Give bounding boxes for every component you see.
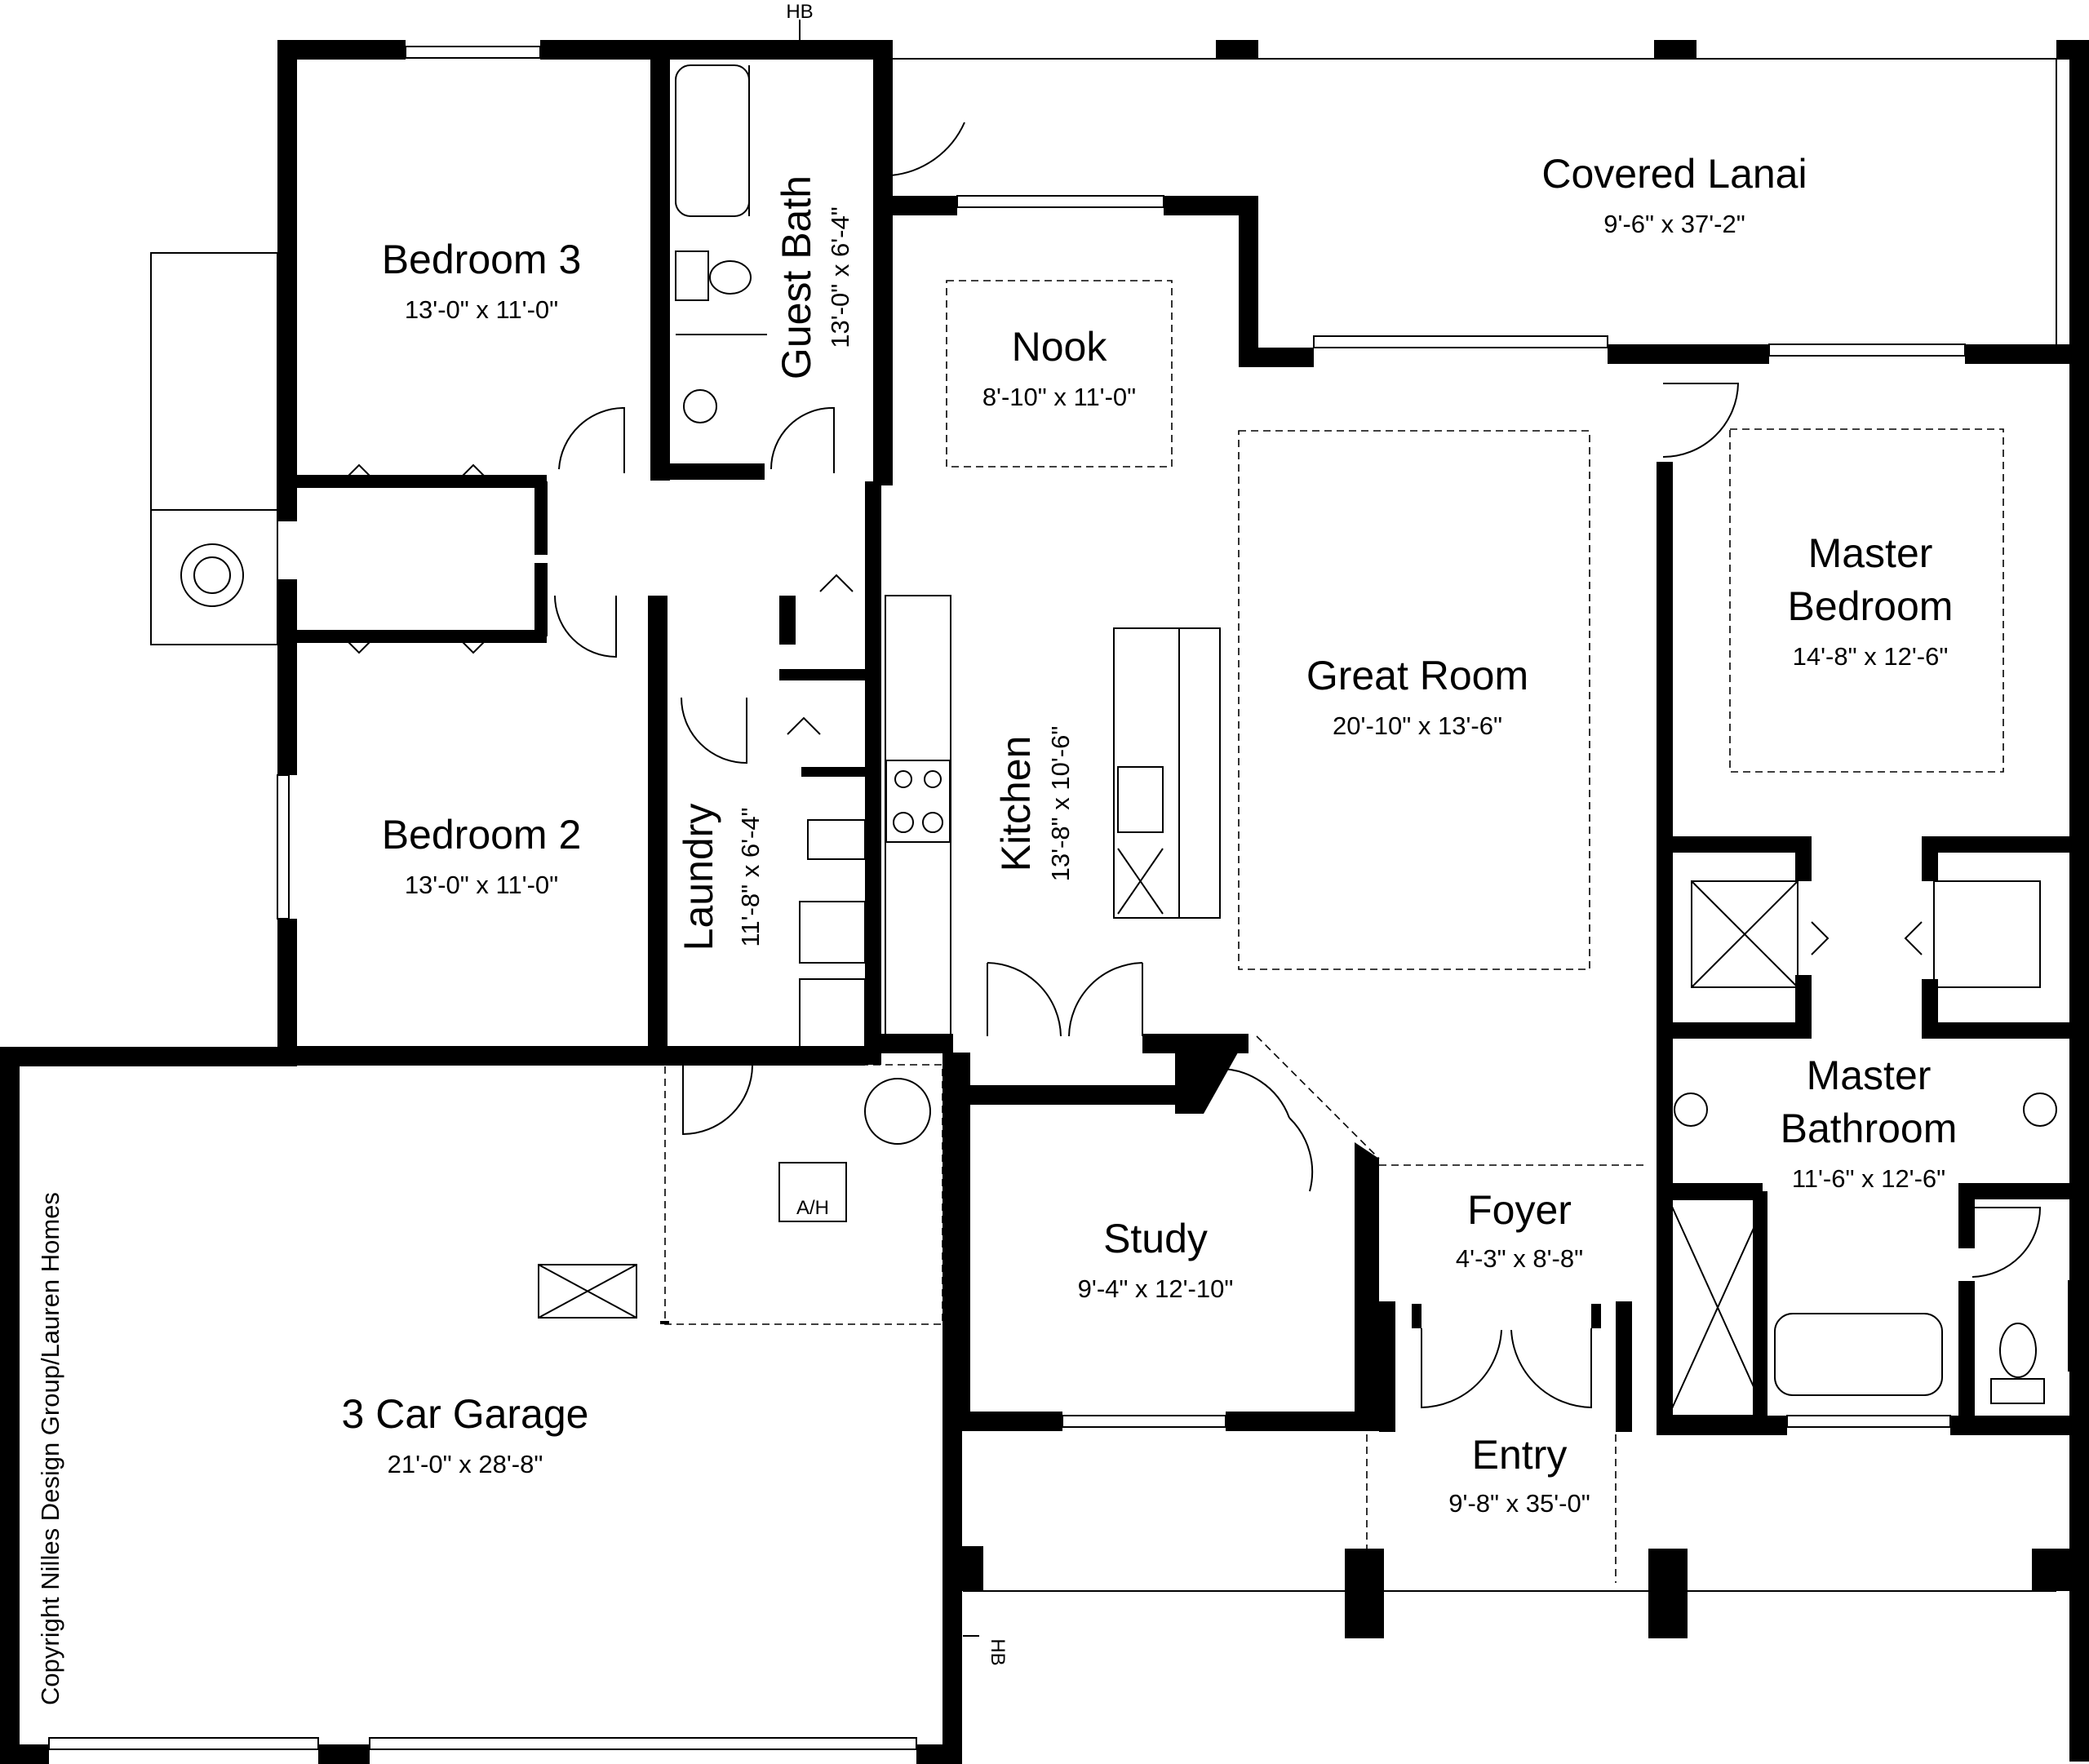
nook-dim: 8'-10" x 11'-0"	[982, 383, 1136, 411]
entry-dim: 9'-8" x 35'-0"	[1448, 1489, 1590, 1518]
air-handler-label: A/H	[796, 1197, 829, 1219]
copyright-text: Copyright Nilles Design Group/Lauren Hom…	[36, 1192, 64, 1705]
garage-dim: 21'-0" x 28'-8"	[388, 1450, 543, 1478]
foyer-name: Foyer	[1467, 1187, 1572, 1233]
master-bedroom-name-2: Bedroom	[1788, 583, 1954, 629]
doors	[554, 86, 2042, 1409]
bedroom3-name: Bedroom 3	[382, 237, 582, 282]
bedroom3-dim: 13'-0" x 11'-0"	[405, 295, 558, 324]
covered-lanai-name: Covered Lanai	[1541, 151, 1807, 197]
great-room-dim: 20'-10" x 13'-6"	[1333, 711, 1502, 740]
master-bathroom-dim: 11'-6" x 12'-6"	[1792, 1164, 1945, 1193]
hose-bib-top-label: HB	[786, 1, 813, 23]
master-bedroom-name-1: Master	[1808, 530, 1933, 576]
master-bedroom-dim: 14'-8" x 12'-6"	[1793, 642, 1949, 671]
covered-lanai-dim: 9'-6" x 37'-2"	[1603, 210, 1745, 238]
foyer-dim: 4'-3" x 8'-8"	[1456, 1244, 1583, 1273]
garage-name: 3 Car Garage	[342, 1391, 589, 1437]
windows	[48, 46, 2081, 1750]
master-bathroom-name-2: Bathroom	[1781, 1106, 1958, 1151]
study-name: Study	[1103, 1216, 1208, 1261]
nook-name: Nook	[1012, 324, 1108, 370]
guest-bath-name: Guest Bath	[774, 175, 819, 379]
laundry-dim: 11'-8" x 6'-4"	[736, 807, 765, 946]
study-dim: 9'-4" x 12'-10"	[1078, 1274, 1234, 1303]
hose-bibs: HB HB A/H	[786, 1, 1009, 1666]
entry-name: Entry	[1472, 1432, 1568, 1478]
bedroom2-dim: 13'-0" x 11'-0"	[405, 871, 558, 899]
hose-bib-bottom-label: HB	[987, 1638, 1009, 1665]
fixtures	[150, 64, 2057, 1416]
walls	[0, 40, 2089, 1764]
great-room-name: Great Room	[1306, 653, 1528, 698]
kitchen-dim: 13'-8" x 10'-6"	[1046, 726, 1075, 882]
closet-bifolds	[342, 463, 1923, 955]
laundry-name: Laundry	[676, 804, 721, 951]
kitchen-name: Kitchen	[993, 736, 1039, 872]
bedroom2-name: Bedroom 2	[382, 812, 582, 858]
guest-bath-dim: 13'-0" x 6'-4"	[826, 206, 854, 348]
room-labels: Bedroom 3 13'-0" x 11'-0" Bedroom 2 13'-…	[342, 151, 1958, 1518]
master-bathroom-name-1: Master	[1807, 1053, 1932, 1098]
